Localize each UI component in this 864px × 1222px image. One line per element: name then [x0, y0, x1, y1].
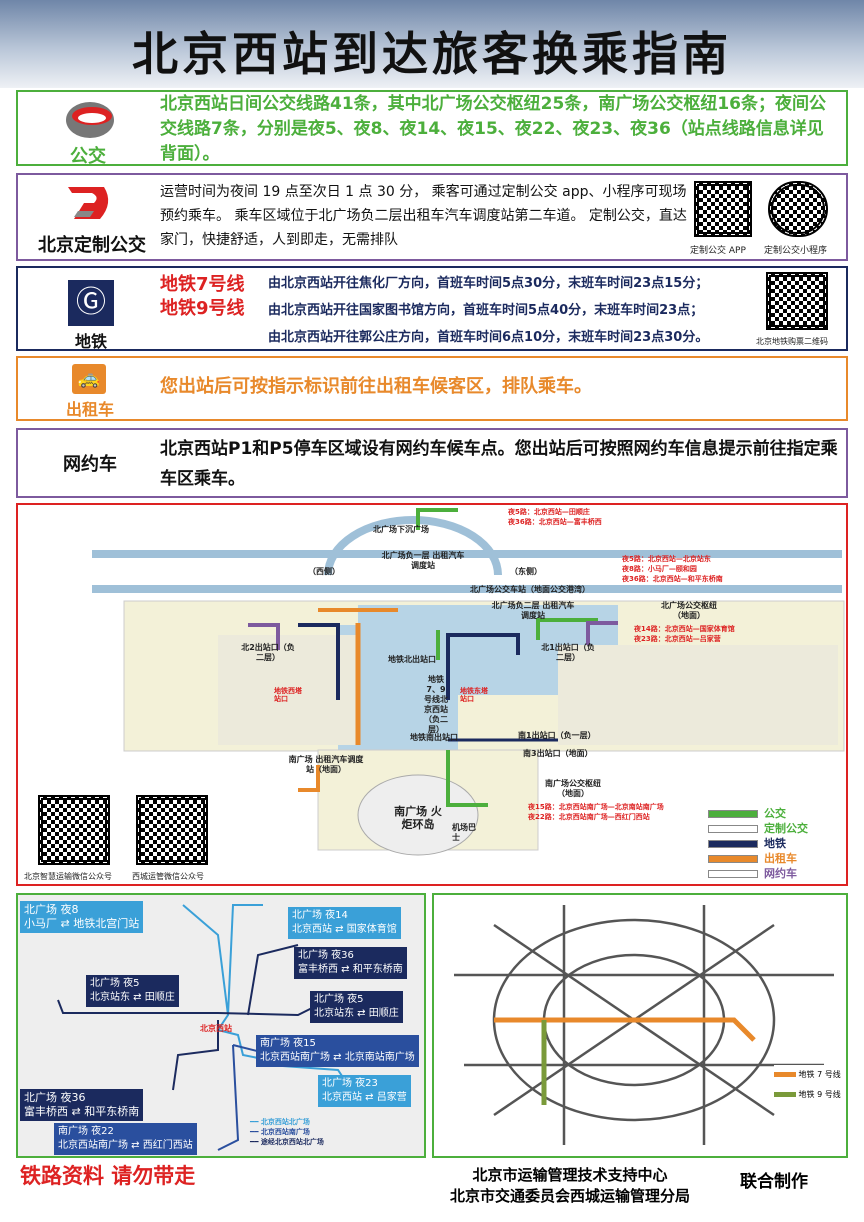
footer-org: 北京市运输管理技术支持中心 — [472, 1166, 668, 1184]
subway-ticket-qr — [766, 272, 828, 330]
xicheng-wechat-qr — [136, 795, 208, 865]
subway-row: 由北京西站开往国家图书馆方向，首班车时间5点40分，末班车时间23点； — [268, 303, 704, 318]
ridehail-text: 北京西站P1和P5停车区域设有网约车候车点。您出站后可按照网约车信息提示前往指定… — [160, 439, 838, 489]
legend-bus: 公交 — [708, 807, 786, 820]
legend-subway: 地铁 — [708, 837, 786, 850]
map-label: 北2出站口（负二层） — [241, 643, 295, 662]
ridehail-section: 网约车 北京西站P1和P5停车区域设有网约车候车点。您出站后可按照网约车信息提示… — [16, 428, 848, 498]
qr-caption: 北京智慧运输微信公众号 — [24, 872, 112, 881]
page-title: 北京西站到达旅客换乘指南 — [132, 27, 732, 81]
bus-label: 公交 — [70, 146, 106, 167]
subway-line7: 地铁7号线 — [160, 274, 245, 295]
taxi-text: 您出站后可按指示标识前往出租车候客区，排队乘车。 — [160, 376, 592, 397]
custom-bus-section: 北京定制公交 运营时间为夜间 19 点至次日 1 点 30 分， 乘客可通过定制… — [16, 173, 848, 261]
ridehail-label: 网约车 — [63, 454, 117, 475]
map-note: 夜36路：北京西站—和平东桥南 — [622, 575, 723, 583]
qr-caption: 定制公交小程序 — [764, 246, 828, 256]
map-label: 南广场 出租汽车调度站（地面） — [288, 755, 364, 774]
legend-custom-bus: 定制公交 — [708, 822, 808, 835]
subway-row: 由北京西站开往焦化厂方向，首班车时间5点30分，末班车时间23点15分； — [268, 276, 709, 291]
map-label: 南1出站口（负一层） — [518, 731, 596, 740]
subway-logo-icon: Ⓖ — [68, 280, 114, 326]
bus-logo-icon — [66, 102, 114, 138]
map-label: 北广场公交车站（地面公交港湾） — [470, 585, 590, 594]
map-label: 地铁北出站口 — [388, 655, 436, 664]
map-label: （西侧） — [308, 567, 340, 576]
qr-caption: 北京地铁购票二维码 — [756, 337, 828, 346]
metro-legend: 地铁 7 号线 地铁 9 号线 — [774, 1065, 841, 1105]
station-marker: 北京西站 — [200, 1024, 232, 1033]
map-label: 北广场负二层 出租汽车调度站 — [491, 601, 575, 620]
qr-caption: 定制公交 APP — [690, 246, 746, 256]
footer-warning: 铁路资料 请勿带走 — [20, 1164, 196, 1188]
map-label: 地铁7、9号线北京西站（负二层） — [424, 675, 448, 734]
map-label: 北广场下沉广场 — [373, 525, 429, 534]
custom-bus-label: 北京定制公交 — [38, 235, 146, 256]
footer-org: 北京市交通委员会西城运输管理分局 — [449, 1187, 690, 1205]
transport-wechat-qr — [38, 795, 110, 865]
custom-bus-text: 运营时间为夜间 19 点至次日 1 点 30 分， 乘客可通过定制公交 app、… — [160, 184, 687, 248]
route-legend: ━━ 北京西站北广场 ━━ 北京西站南广场 ━━ 途经北京西站北广场 — [250, 1118, 324, 1146]
map-label: （东侧） — [510, 567, 542, 576]
custom-bus-miniapp-qr — [768, 181, 828, 237]
legend-taxi: 出租车 — [708, 852, 797, 865]
map-label: 北广场公交枢纽（地面） — [661, 601, 717, 620]
map-note: 地铁西塔站口 — [274, 687, 302, 703]
metro-lines — [454, 905, 834, 1145]
map-note: 夜5路：北京西站—北京站东 — [622, 555, 711, 563]
taxi-icon: 🚕 — [72, 364, 106, 394]
bus-text: 北京西站日间公交线路41条，其中北广场公交枢纽25条，南广场公交枢纽16条；夜间… — [160, 94, 826, 164]
footer-orgs: 北京市运输管理技术支持中心 北京市交通委员会西城运输管理分局 — [420, 1165, 720, 1207]
map-label: 机场巴士 — [452, 823, 476, 842]
subway-row: 由北京西站开往郭公庄方向，首班车时间6点10分，末班车时间23点30分。 — [268, 330, 709, 345]
map-note: 夜15路：北京西站南广场—北京南站南广场 — [528, 803, 664, 811]
qr-caption: 西城运管微信公众号 — [132, 872, 204, 881]
map-label: 地铁南出站口 — [410, 733, 458, 742]
taxi-label: 出租车 — [65, 400, 114, 419]
map-label: 南3出站口（地面） — [523, 749, 593, 758]
station-map-drawing — [92, 508, 845, 856]
map-note: 夜23路：北京西站—吕家营 — [634, 635, 721, 643]
subway-section: Ⓖ 地铁 地铁7号线 地铁9号线 由北京西站开往焦化厂方向，首班车时间5点30分… — [16, 266, 848, 351]
map-note: 夜8路：小马厂—颐和园 — [622, 565, 697, 573]
bus-section: 公交 北京西站日间公交线路41条，其中北广场公交枢纽25条，南广场公交枢纽16条… — [16, 90, 848, 167]
header-banner — [0, 0, 864, 88]
station-map: 北广场下沉广场 北广场负一层 出租汽车调度站 （西侧） （东侧） 北广场公交车站… — [16, 503, 848, 886]
map-label: 南广场 火炬环岛 — [394, 805, 442, 831]
metro-map: 地铁 7 号线 地铁 9 号线 — [432, 893, 848, 1158]
map-note: 地铁东塔站口 — [460, 687, 488, 703]
custom-bus-logo-icon — [68, 187, 109, 219]
map-note: 夜14路：北京西站—国家体育馆 — [634, 625, 735, 633]
map-note: 夜5路：北京西站—田顺庄 — [508, 508, 590, 516]
map-label: 北1出站口（负二层） — [541, 643, 595, 662]
map-note: 夜36路：北京西站—富丰桥西 — [508, 518, 602, 526]
map-label: 南广场公交枢纽（地面） — [545, 779, 601, 798]
taxi-section: 🚕 出租车 您出站后可按指示标识前往出租车候客区，排队乘车。 — [16, 356, 848, 421]
subway-line9: 地铁9号线 — [160, 298, 245, 319]
map-note: 夜22路：北京西站南广场—西红门西站 — [528, 813, 650, 821]
legend-ridehail: 网约车 — [708, 867, 797, 880]
subway-label: 地铁 — [74, 332, 107, 351]
footer-joint: 联合制作 — [740, 1172, 808, 1192]
map-label: 北广场负一层 出租汽车调度站 — [381, 551, 465, 570]
custom-bus-app-qr — [694, 181, 752, 237]
